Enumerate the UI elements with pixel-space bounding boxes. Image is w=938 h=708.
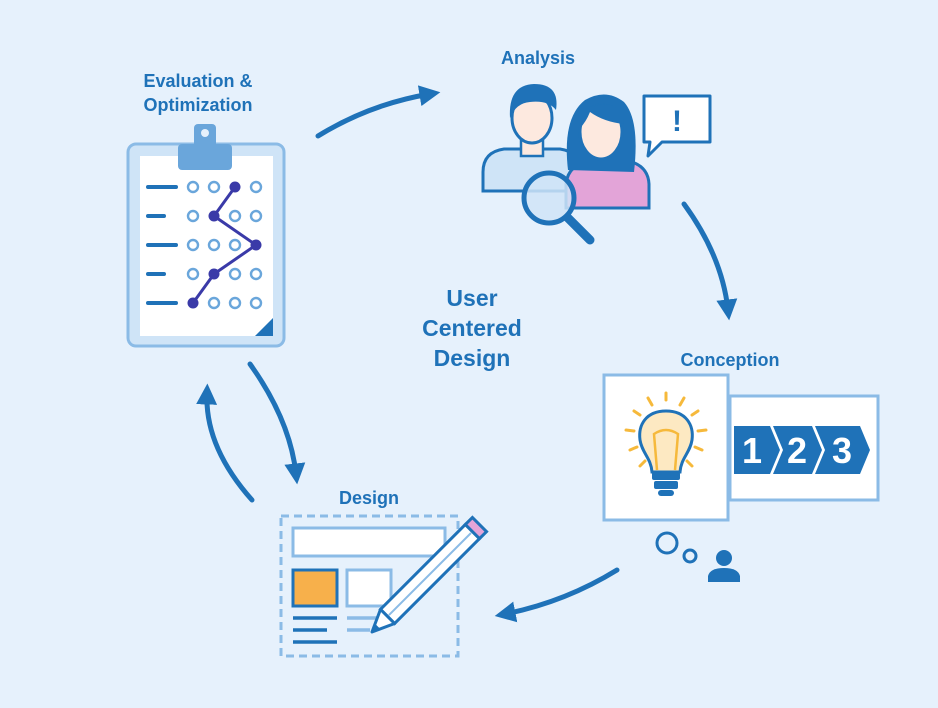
center-title-line: User xyxy=(446,285,498,311)
evaluation-label: Evaluation & Optimization xyxy=(118,69,278,117)
conception-label: Conception xyxy=(680,350,780,370)
arrow-evaluation-to-design xyxy=(247,361,306,485)
design-label: Design xyxy=(338,488,399,508)
speech-bubble-icon: ! xyxy=(642,94,712,158)
evaluation-label-line: Evaluation & xyxy=(143,71,253,91)
thinker-icon xyxy=(708,550,740,582)
magnifier-icon xyxy=(521,170,595,245)
clipboard-icon xyxy=(126,124,286,348)
pencil-icon xyxy=(370,515,489,634)
arrow-evaluation-to-analysis xyxy=(315,85,441,139)
arrow-design-to-evaluation xyxy=(196,383,255,503)
male-user-icon xyxy=(481,84,583,193)
center-title-line: Design xyxy=(433,345,511,371)
analysis-label: Analysis xyxy=(500,48,576,68)
idea-panel xyxy=(602,373,730,522)
lightbulb-icon xyxy=(624,391,708,496)
center-title-line: Centered xyxy=(422,315,522,341)
step-number: 3 xyxy=(832,430,852,471)
female-user-icon xyxy=(564,94,651,210)
evaluation-label-line: Optimization xyxy=(143,95,253,115)
step-number: 1 xyxy=(742,430,762,471)
wireframe-icon xyxy=(279,514,460,658)
center-title: User Centered Design xyxy=(392,283,552,373)
speech-bubble-mark: ! xyxy=(672,105,682,138)
arrow-analysis-to-conception xyxy=(681,201,738,321)
users-icon xyxy=(481,84,651,245)
step-number: 2 xyxy=(787,430,807,471)
steps-panel: 1 2 3 xyxy=(728,394,880,502)
cycle-arrows xyxy=(196,85,738,623)
arrow-conception-to-design xyxy=(494,567,620,623)
thought-bubbles xyxy=(655,531,698,564)
